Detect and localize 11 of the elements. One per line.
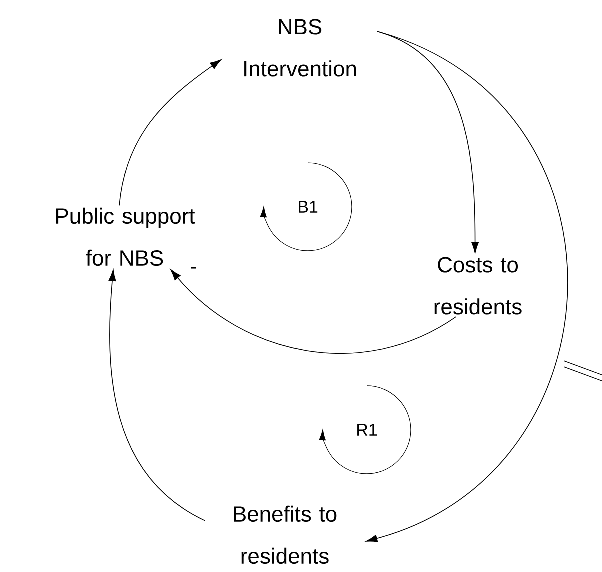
variable-label: NBS Intervention [244,19,356,77]
arrow [366,31,568,542]
arrow [108,270,206,522]
arrow [119,60,222,206]
polarity-sign: - [189,266,198,274]
arrow [170,269,457,354]
loop-label: B1 [299,201,318,213]
variable-label: Costs to residents [434,257,522,315]
variable-label: Benefits to residents [234,506,337,564]
variable-label: Public support for NBS [56,208,196,266]
loop-label: R1 [358,424,378,436]
